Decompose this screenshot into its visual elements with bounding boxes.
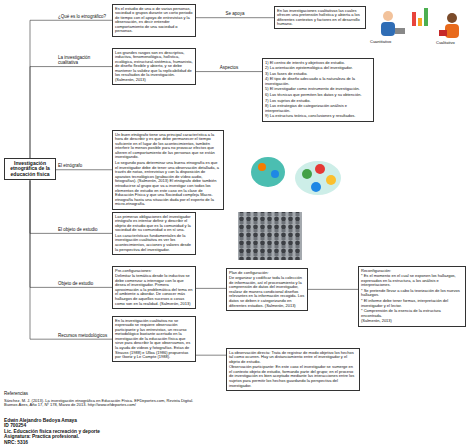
node-text: Es el estudio de una o de varias persona… (115, 7, 193, 35)
person-body (445, 24, 459, 38)
node-text: 2) La orientación epistemológica del inv… (265, 66, 371, 71)
chart-bar (412, 12, 416, 26)
person-head (447, 13, 457, 23)
node-text: Observación participante: En este caso e… (229, 365, 357, 388)
definition-box: Es el estudio de una o de varias persona… (112, 4, 196, 37)
reconfiguration-box: Reconfiguración:* Es el momento en el cu… (358, 266, 466, 327)
edge-label: Recursos metodológicos (58, 334, 110, 339)
node-text: 3) Las fases de estudio. (265, 72, 371, 77)
edge-label: El objeto de estudio (58, 228, 110, 233)
connector-line (56, 169, 112, 170)
support-box: En las investigaciones cualitativas las … (274, 6, 366, 29)
author-line: Lic. Educación física recreación y depor… (4, 429, 204, 434)
node-text: 6) Las técnicas que permiten los datos y… (265, 93, 371, 98)
crowd-people (238, 212, 302, 260)
author-line: Asignatura: Practica profesional. (4, 434, 204, 439)
teal-splash (251, 157, 285, 187)
edge-label: Objeto de estudio (58, 282, 110, 287)
person-body (381, 22, 395, 36)
laptop (395, 28, 405, 34)
node-text: 9) La estructura teórica, conclusiones y… (265, 114, 371, 119)
connector-line (196, 355, 226, 356)
image-caption: Cualitativo (436, 41, 472, 45)
book (439, 30, 447, 36)
aspects-list: 1) El centro de interés y objetivos de e… (262, 58, 374, 122)
edge-label: Se apoya (197, 12, 273, 17)
node-text: 1) El centro de interés y objetivos de e… (265, 61, 371, 66)
connector-line (30, 180, 112, 233)
connector-line (196, 17, 274, 18)
person-icon (271, 170, 279, 178)
observation-box: La observación directa: Trata de registr… (226, 348, 360, 391)
node-text: Las primeras obligaciones del investigad… (115, 215, 193, 233)
group-splash (295, 161, 341, 195)
node-text: * El informe debe tener formas, interpre… (361, 299, 463, 308)
node-text: Delimitar la temática desde lo inductivo… (115, 274, 193, 306)
node-text: Las características fundamentales de la … (115, 234, 193, 252)
reference-entry: Sánchez, M. J. (2013). La investigación … (4, 399, 204, 408)
person-head (383, 11, 393, 21)
node-text: Los grandes rasgos son es descriptiva, i… (115, 51, 193, 83)
edge-label: La investigación cualitativa (58, 56, 110, 66)
node-text: * Se pretende llevar a cabo la teorizaci… (361, 289, 463, 298)
crowd-photo (238, 212, 302, 260)
node-text: 4) El tipo de diseño adecuado a la natur… (265, 77, 371, 86)
connector-line (30, 180, 112, 287)
edge-label: ¿Qué es lo etnográfico? (58, 15, 110, 20)
node-text: Investigación etnográfica de la educació… (7, 161, 53, 178)
preconfiguration-box: Pre-configuraciones:Delimitar la temátic… (112, 266, 196, 309)
node-text: Un buen etnógrafo tiene una principal ca… (115, 133, 221, 161)
person-icon (302, 169, 312, 179)
node-text: (Salmerón, 2013) (361, 319, 463, 324)
node-text: 5) El investigador como instrumento de i… (265, 87, 371, 92)
author-line: Edwin Alejandro Bedoya Amaya (4, 418, 204, 423)
person-icon (311, 182, 321, 192)
node-text: * Comprensión de la esencia de la estruc… (361, 309, 463, 318)
edge-label: Aspectos (197, 66, 261, 71)
chart-bar (418, 18, 422, 26)
connector-line (30, 180, 112, 339)
edge-label: El etnógrafo (58, 164, 110, 169)
image-caption: Cuantitativo (370, 40, 410, 44)
qualitative-box: Los grandes rasgos son es descriptiva, i… (112, 48, 196, 85)
node-text: Lo segundo para determinar una buena etn… (115, 161, 221, 207)
chart-bar (424, 8, 428, 26)
connector-line (30, 67, 112, 158)
ethnographer-box: Un buen etnógrafo tiene una principal ca… (112, 130, 224, 210)
node-text: En las investigaciones cualitativas las … (277, 9, 363, 27)
node-text: La observación directa: Trata de registr… (229, 351, 357, 365)
person-icon (326, 175, 336, 185)
plan-box: Plan de configuración:De organizar y cod… (226, 268, 308, 311)
study-object-box: Las primeras obligaciones del investigad… (112, 212, 196, 255)
node-text: * Es el momento en el cual se exponen lo… (361, 274, 463, 288)
node-text: Plan de configuración: (229, 271, 305, 276)
author-line: NRC: 5316 (4, 440, 204, 445)
node-text: Reconfiguración: (361, 269, 463, 274)
references-heading: Referencias (4, 392, 204, 397)
person-icon (315, 164, 325, 174)
node-text: De organizar y codificar toda la colecci… (229, 276, 305, 308)
connector-line (30, 20, 112, 158)
node-text: En la investigación cualitativa no se ex… (115, 319, 193, 360)
connector-line (196, 71, 262, 72)
node-text: Pre-configuraciones: (115, 269, 193, 274)
node-text: 7) Los sujetos de estudio. (265, 99, 371, 104)
resources-box: En la investigación cualitativa no se ex… (112, 316, 196, 362)
connector-line (308, 289, 358, 290)
node-text: 8) Las estrategias de categorización aná… (265, 104, 371, 113)
central-topic: Investigación etnográfica de la educació… (4, 158, 56, 180)
author-line: ID 700254 (4, 423, 204, 428)
connector-line (196, 288, 226, 289)
person-icon (258, 163, 266, 171)
